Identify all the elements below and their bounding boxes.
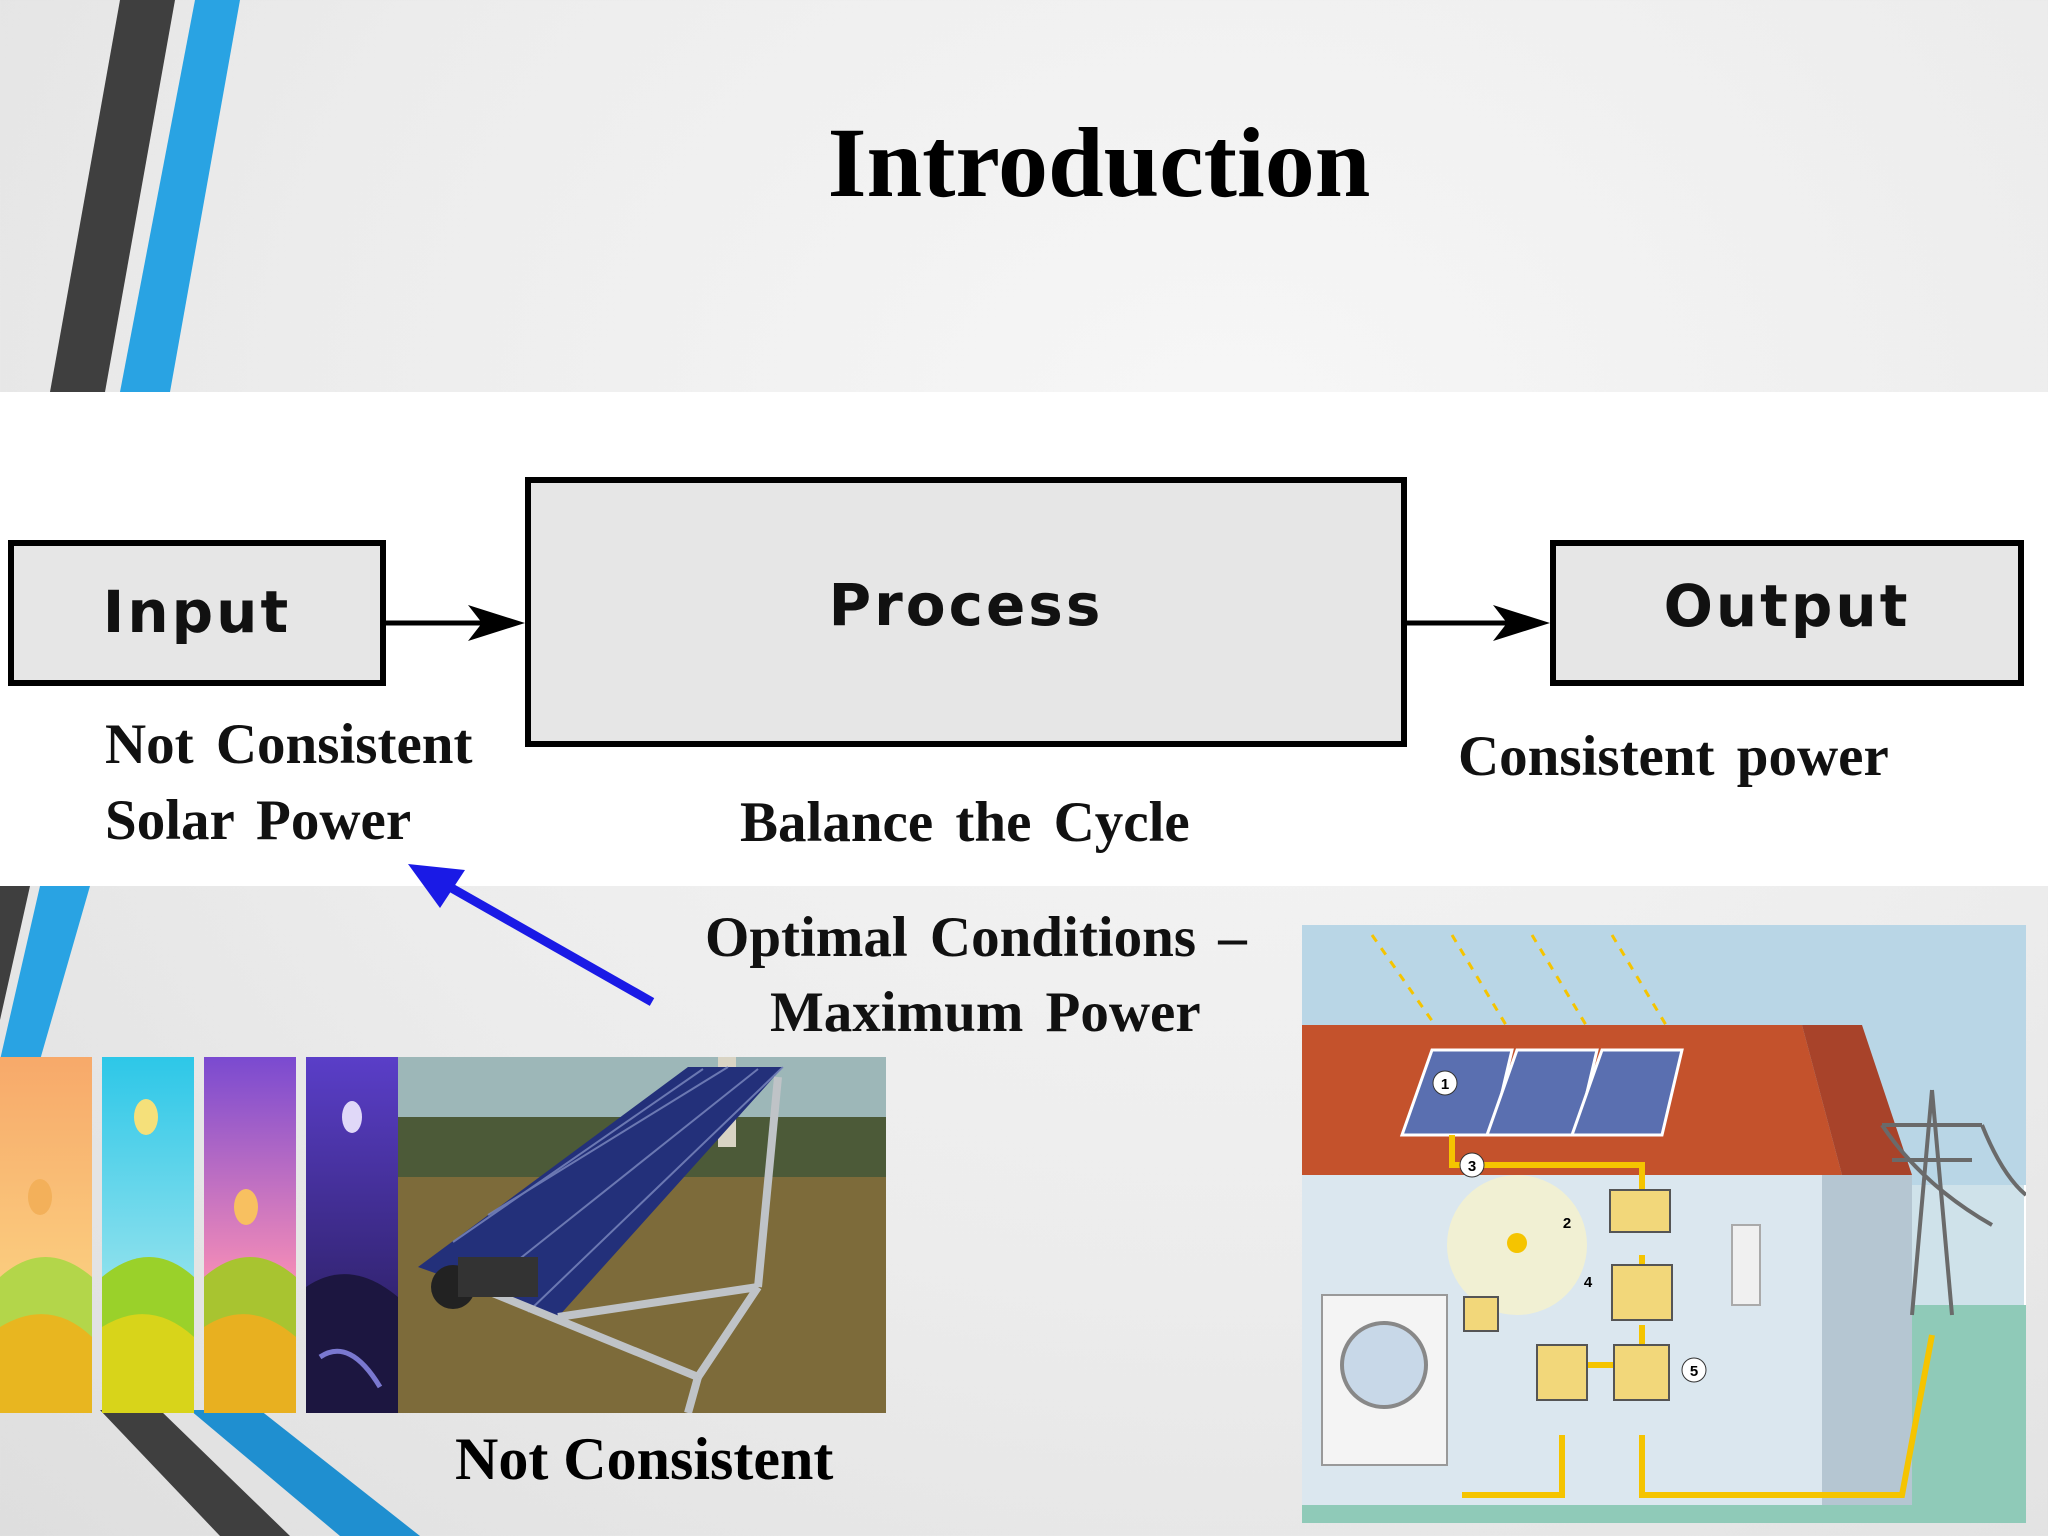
marker-5: 5	[1690, 1363, 1698, 1380]
marker-1: 1	[1441, 1076, 1449, 1093]
process-caption: Balance the Cycle	[740, 791, 1190, 854]
optimal-conditions-line1: Optimal Conditions –	[705, 906, 1247, 969]
sunrise-panel	[0, 1057, 92, 1413]
output-box-label: Output	[1663, 572, 1911, 640]
arrowhead-input-to-process	[468, 605, 525, 641]
marker-2: 2	[1563, 1215, 1571, 1232]
not-consistent-caption: Not Consistent	[455, 1426, 834, 1492]
night-panel	[306, 1057, 398, 1413]
marker-4: 4	[1584, 1274, 1593, 1291]
grid-connected-house-illustration: 1 2 3 4 5	[1302, 925, 2026, 1523]
marker-3: 3	[1468, 1158, 1476, 1175]
noon-panel	[102, 1057, 194, 1413]
input-caption-line2: Solar Power	[105, 789, 412, 852]
process-box: Process	[525, 477, 1407, 747]
output-caption: Consistent power	[1458, 725, 1889, 788]
optimal-conditions-line2: Maximum Power	[770, 981, 1201, 1044]
sunset-panel	[204, 1057, 296, 1413]
process-box-label: Process	[828, 571, 1104, 639]
output-box: Output	[1550, 540, 2024, 686]
solar-trailer-image	[398, 1057, 886, 1413]
arrowhead-process-to-output	[1493, 605, 1550, 641]
input-caption-line1: Not Consistent	[105, 713, 473, 776]
slide-title: Introduction	[827, 107, 1371, 218]
day-cycle-panels	[0, 1057, 398, 1413]
blue-pointer-arrowhead	[408, 864, 465, 908]
input-box-label: Input	[102, 578, 292, 646]
blue-pointer-arrow	[445, 882, 655, 1006]
input-box: Input	[8, 540, 386, 686]
